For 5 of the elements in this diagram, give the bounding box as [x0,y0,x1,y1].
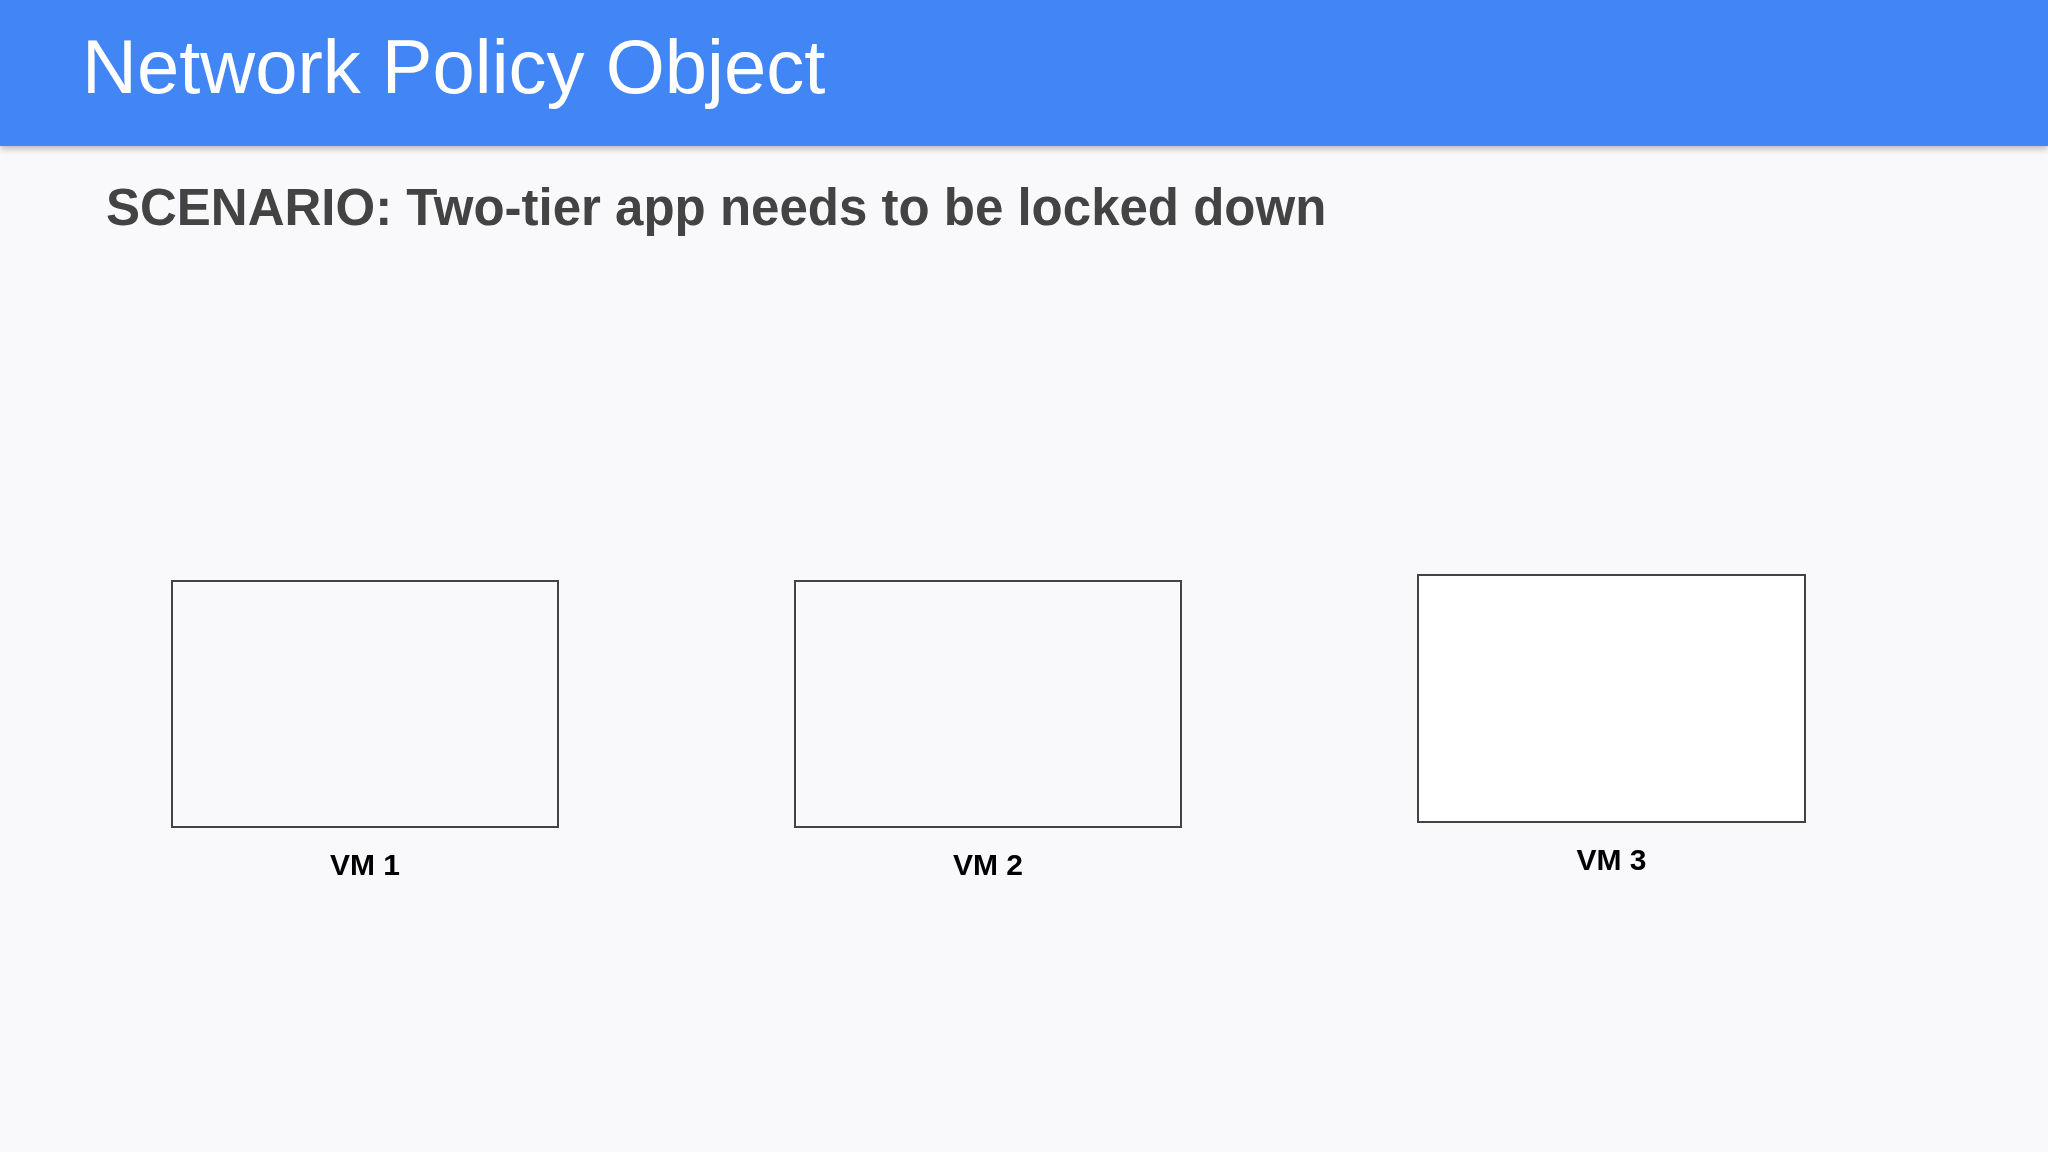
slide-title: Network Policy Object [82,23,826,111]
vm-label: VM 1 [330,848,400,883]
vm-label: VM 2 [953,848,1023,883]
scenario-heading: SCENARIO: Two-tier app needs to be locked down [106,179,1327,238]
vm-label: VM 3 [1576,843,1647,878]
